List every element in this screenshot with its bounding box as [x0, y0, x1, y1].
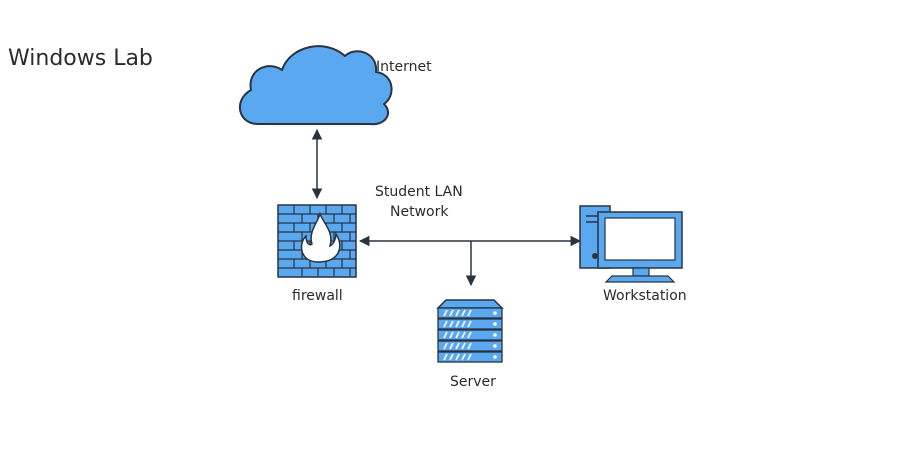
firewall-icon [277, 204, 357, 278]
internet-label: Internet [376, 59, 432, 75]
network-label-line2: Network [390, 204, 449, 220]
server-label: Server [450, 374, 496, 390]
network-label-line1: Student LAN [375, 184, 463, 200]
cloud-icon [238, 45, 393, 126]
firewall-label: firewall [292, 288, 343, 304]
server-icon [436, 299, 504, 363]
workstation-icon [579, 205, 683, 283]
workstation-label: Workstation [603, 288, 687, 304]
page-title: Windows Lab [8, 46, 153, 71]
